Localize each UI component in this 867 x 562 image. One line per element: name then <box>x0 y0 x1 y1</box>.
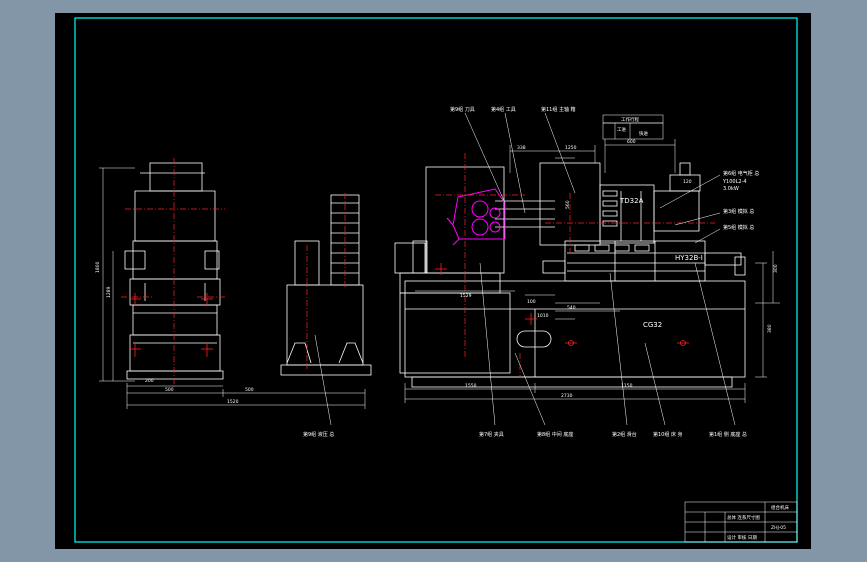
title-row-2: 设计 审核 日期 <box>727 534 757 541</box>
leader-hydraulic <box>314 334 332 426</box>
model-cg32: CG32 <box>643 321 662 329</box>
label-right-1: 第6组 电气柜 总 <box>723 170 759 177</box>
label-right-3: 第5组 模拟 总 <box>723 224 754 231</box>
stroke-box-work: 工进 <box>617 126 626 133</box>
main-machine <box>394 162 746 388</box>
side-view <box>124 162 224 380</box>
label-bottom-3: 第2组 滑台 <box>612 431 637 438</box>
label-bottom-2: 第8组 中间 底座 <box>537 431 573 438</box>
label-bottom-4: 第10组 床 身 <box>653 431 683 438</box>
main-red-marks <box>435 263 689 346</box>
dim-380: 380 <box>767 324 773 333</box>
cutter-head <box>446 188 506 246</box>
label-right-1-sub1: Y100L2-4 <box>722 179 747 185</box>
dim-500-b: 500 <box>245 387 254 393</box>
dim-1529: 1529 <box>460 293 472 299</box>
dim-120: 120 <box>683 179 692 185</box>
hydraulic-station <box>280 194 372 376</box>
dim-540: 540 <box>567 305 576 311</box>
main-dims <box>404 139 780 403</box>
label-top-2: 第4组 工具 <box>491 106 516 113</box>
dim-300: 300 <box>773 264 779 273</box>
dim-600: 600 <box>627 139 636 145</box>
drawing-sheet: 1800 1289 200 500 500 1520 第9组 液压 总 <box>55 13 811 549</box>
cad-drawing: 1800 1289 200 500 500 1520 第9组 液压 总 <box>74 17 798 543</box>
title-block <box>684 501 798 543</box>
dim-1150: 1150 <box>621 383 633 389</box>
model-td32a: TD32A <box>619 197 644 205</box>
dim-560: 560 <box>565 200 571 209</box>
bottom-leaders <box>479 262 736 426</box>
top-leaders <box>464 112 721 244</box>
dim-vertical-left: 1800 <box>95 261 101 273</box>
dim-500-a: 500 <box>165 387 174 393</box>
main-centerlines <box>435 153 715 378</box>
dim-200: 200 <box>145 378 154 384</box>
label-bottom-5: 第1组 侧 底座 总 <box>709 431 747 438</box>
dim-total: 2730 <box>561 393 573 399</box>
stroke-box <box>602 114 664 140</box>
label-right-1-sub2: 3.0kW <box>723 186 739 192</box>
stroke-box-fast: 快进 <box>639 130 648 137</box>
dim-1550: 1550 <box>465 383 477 389</box>
label-top-3: 第11组 主轴 箱 <box>541 106 576 113</box>
title-code: ZHJ-05 <box>771 525 786 531</box>
side-view-centerlines <box>121 158 227 388</box>
dim-338: 338 <box>517 145 526 151</box>
label-top-1: 第9组 刀具 <box>450 106 475 113</box>
label-hydraulic: 第9组 液压 总 <box>303 431 334 438</box>
title-row-1: 总体 连系尺寸图 <box>727 514 760 521</box>
outer-frame <box>74 17 798 543</box>
title-name: 组合机床 <box>771 504 789 511</box>
dim-1010: 1010 <box>537 313 549 319</box>
stroke-box-title: 工作行程 <box>621 116 639 123</box>
hydraulic-centerlines <box>306 193 346 369</box>
model-hy32b: HY32B-I <box>675 254 703 262</box>
side-view-red-marks <box>129 293 213 357</box>
label-right-2: 第3组 模拟 总 <box>723 208 754 215</box>
dim-1520: 1520 <box>227 399 239 405</box>
dim-100: 100 <box>527 299 536 305</box>
label-bottom-1: 第7组 夹具 <box>479 431 504 438</box>
dim-1250: 1250 <box>565 145 577 151</box>
dim-vertical-left-2: 1289 <box>106 286 112 298</box>
side-view-dims <box>99 167 366 409</box>
